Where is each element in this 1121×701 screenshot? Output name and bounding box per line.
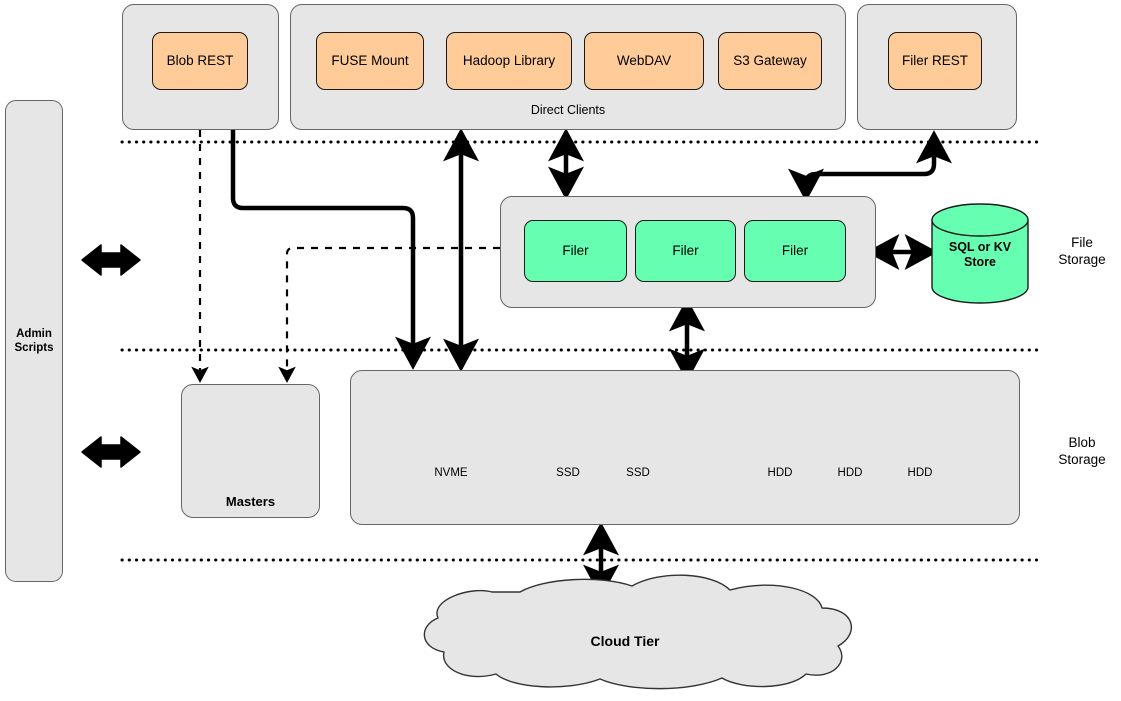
filer-rest-box[interactable]: Filer REST [888,32,982,90]
filer-box-3[interactable]: Filer [744,220,846,282]
filer-box-1[interactable]: Filer [524,220,627,282]
wire-filer-to-masters [278,246,500,383]
sql-or-kv-store-label: SQL or KV Store [948,240,1012,269]
sql-or-kv-store-cylinder [931,203,1029,304]
masters-label: Masters [225,494,276,509]
cloud-tier-shape [423,574,853,690]
client-box-webdav[interactable]: WebDAV [584,32,704,90]
client-box-s3-gateway[interactable]: S3 Gateway [718,32,822,90]
file-storage-side-label: File Storage [1058,235,1106,267]
wire-filerrest-to-filers [788,130,952,202]
client-box-fuse-mount[interactable]: FUSE Mount [316,32,424,90]
blob-storage-side-label: Blob Storage [1058,435,1106,467]
client-box-hadoop-library[interactable]: Hadoop Library [446,32,572,90]
masters-group [181,384,320,518]
blob-rest-box[interactable]: Blob REST [152,32,248,90]
volume-servers-group [350,370,1020,525]
direct-clients-caption: Direct Clients [530,103,606,117]
admin-double-arrow-blob [81,436,141,468]
cloud-tier-label: Cloud Tier [590,633,660,649]
admin-scripts-rail[interactable]: Admin Scripts [5,100,63,582]
filer-box-2[interactable]: Filer [635,220,736,282]
wire-blobrest-to-volumes [230,130,431,370]
admin-double-arrow-file [81,244,141,276]
